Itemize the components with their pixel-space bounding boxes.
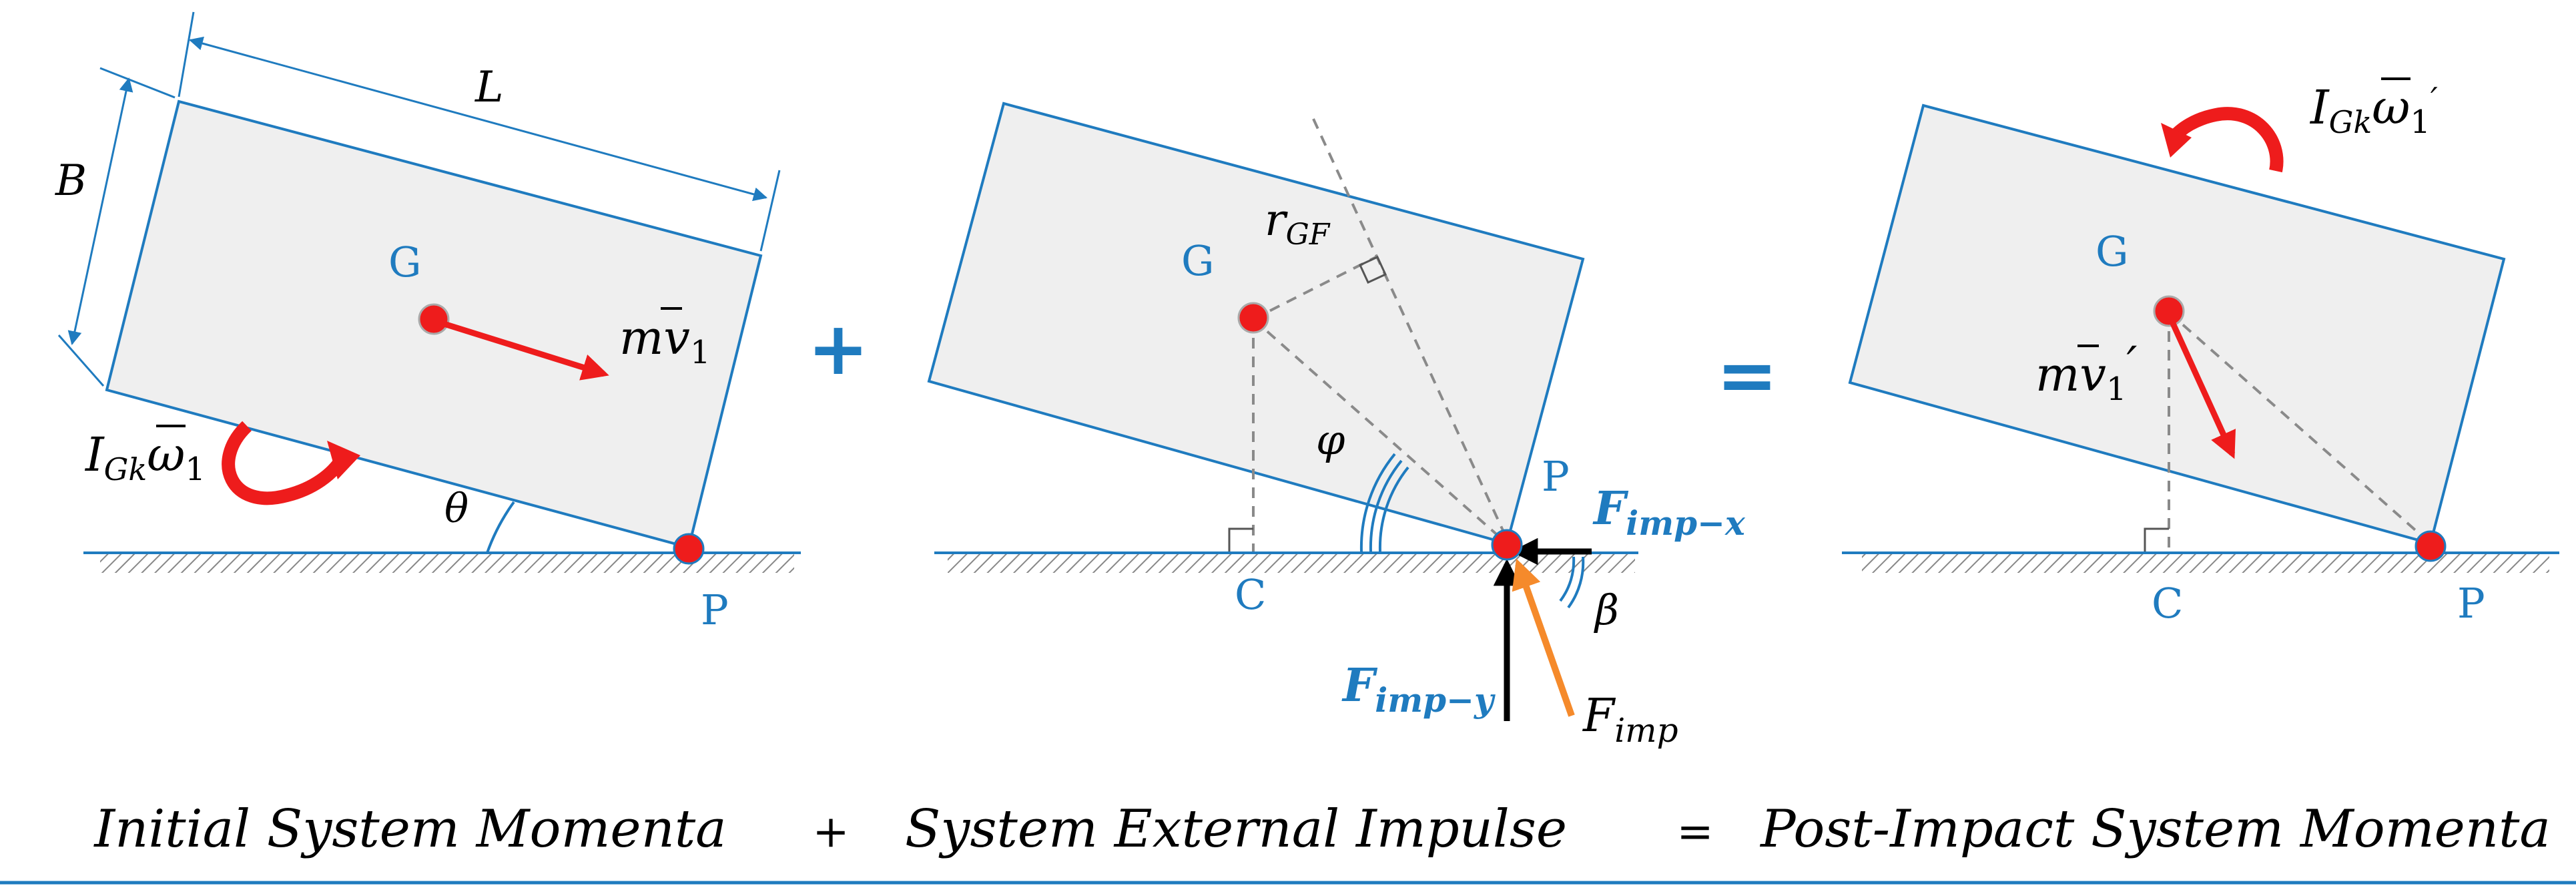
phi-arc-outer [1359,453,1396,552]
angmom-arrow-1 [222,421,348,505]
force-x-label: Fimp−x [1592,482,1746,543]
point-P-2 [1491,529,1523,561]
point-G-3 [2153,295,2185,327]
caption-impulse: System External Impulse [905,799,1567,859]
point-P-label-3: P [2457,579,2485,628]
angmom-arrowhead-1 [327,441,360,479]
force-y-label: Fimp−y [1341,659,1496,720]
force-imp-label: Fimp [1582,690,1678,750]
point-P-label-1: P [701,586,729,634]
theta-arc [486,501,515,553]
angmom-arrowhead-3 [2161,123,2192,158]
dash-G-P-2 [1252,318,1508,545]
phi-arc-inner [1378,466,1409,552]
dim-L-label: L [474,63,504,112]
point-P-3 [2414,530,2447,562]
momentum-label-3: mv1′ [2035,337,2137,408]
point-C-label-3: C [2152,579,2183,628]
beta-arc-outer [1567,556,1585,609]
point-G-label-1: G [388,238,422,286]
angmom-label-3: IGkω1′ [2309,80,2438,141]
point-G-1 [418,303,450,335]
dim-L-arrow [188,36,768,202]
right-angle-C-3 [2144,527,2169,551]
caption-row: Initial System Momenta + System External… [0,799,2576,885]
dash-G-P-3 [2168,311,2432,545]
point-P-label-2: P [1542,452,1570,501]
phi-arc-mid [1369,459,1403,552]
ground-hatch-3 [1862,553,2549,573]
dim-L-ext-left [178,11,195,97]
panel-initial-momenta: L B θ G mv1 IGkω1 P [55,11,801,634]
dim-B-ext-bottom [57,334,105,387]
point-P-1 [673,533,705,565]
dim-B-arrow [67,77,133,346]
caption-plus: + [812,806,849,857]
operator-equals: = [1716,332,1778,418]
caption-post: Post-Impact System Momenta [1759,799,2551,859]
caption-equals: = [1676,806,1713,857]
dim-B-label: B [55,156,87,206]
dash-force-line-2 [1312,118,1511,545]
panel-post-impact-momenta: G mv1′ IGkω1′ P C [1842,77,2559,628]
force-imp-arrow [1512,558,1575,717]
right-angle-C-2 [1228,527,1253,551]
dash-r-GF-2 [1253,256,1377,320]
point-G-label-2: G [1181,236,1215,285]
panel-external-impulse: G rGF φ P C β Fimp−x Fimp−y Fimp [927,101,1746,750]
theta-label: θ [444,485,468,532]
beta-label: β [1594,586,1619,634]
right-angle-F-2 [1359,256,1387,284]
point-G-2 [1237,302,1269,334]
point-C-label-2: C [1235,570,1266,619]
beta-arc-inner [1559,556,1576,602]
angmom-arrow-3 [2167,107,2284,173]
ground-hatch-2 [948,553,1635,573]
dim-L-ext-right [759,170,781,252]
caption-initial: Initial System Momenta [93,799,726,859]
momentum-label-1: mv1 [619,310,710,371]
point-G-label-3: G [2096,227,2129,276]
dim-B-ext-top [99,67,176,99]
r-GF-label: rGF [1265,194,1331,252]
momentum-arrow-1 [440,320,609,381]
operator-plus: + [808,306,869,391]
angmom-label-1: IGkω1 [84,427,206,488]
phi-label: φ [1316,415,1345,464]
momentum-arrow-3 [2168,319,2236,459]
